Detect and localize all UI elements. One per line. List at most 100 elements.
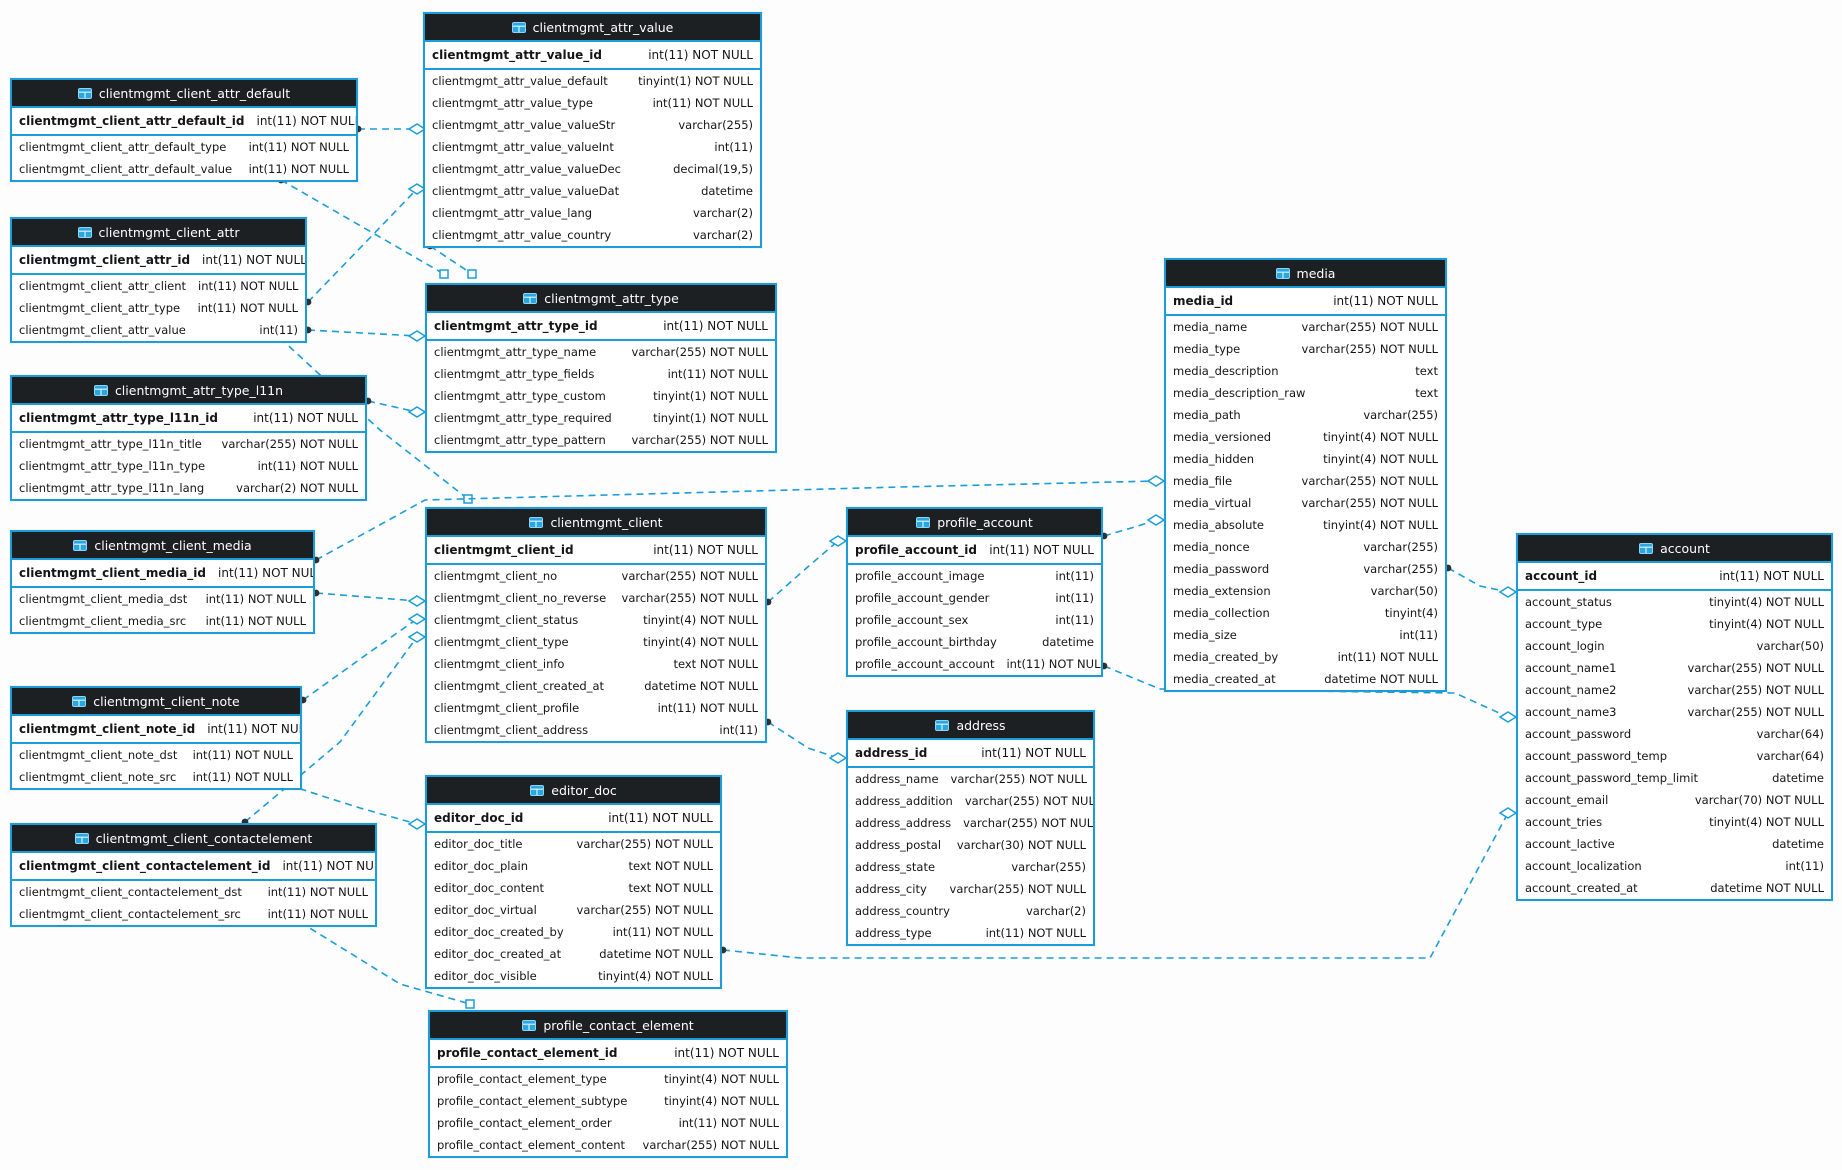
relationship-clientmgmt_client_media--clientmgmt_client[interactable]	[312, 589, 427, 607]
table-title: clientmgmt_client_attr_default	[98, 85, 291, 101]
relationship-clientmgmt_client_note--editor_doc[interactable]	[284, 781, 427, 830]
field-type: int(11) NOT NULL	[267, 907, 368, 921]
field-name: profile_account_account	[855, 657, 995, 671]
field-name: media_size	[1173, 628, 1237, 642]
table-header: media	[1166, 260, 1445, 288]
field-type: int(11) NOT NULL	[205, 592, 306, 606]
field-type: varchar(50)	[1756, 639, 1824, 653]
field-type: text NOT NULL	[673, 657, 758, 671]
field-type: int(11)	[1055, 591, 1094, 605]
relationship-clientmgmt_attr_type_l11n--clientmgmt_attr_type[interactable]	[364, 397, 427, 418]
table-header: profile_contact_element	[430, 1012, 786, 1040]
table-icon	[77, 87, 92, 99]
table-clientmgmt_attr_type[interactable]: clientmgmt_attr_type clientmgmt_attr_type…	[425, 283, 777, 453]
field-name: clientmgmt_client_media_src	[19, 614, 187, 628]
field-name: account_email	[1525, 793, 1609, 807]
field-name: account_created_at	[1525, 881, 1638, 895]
relationship-clientmgmt_client_attr_default--clientmgmt_attr_value[interactable]	[354, 123, 427, 135]
diamond-cardinality-marker	[1498, 807, 1518, 819]
relationship-clientmgmt_client_attr--clientmgmt_attr_value[interactable]	[304, 183, 427, 306]
field-name: media_id	[1173, 294, 1234, 308]
field-name: clientmgmt_attr_value_country	[432, 228, 612, 242]
field-name: clientmgmt_client_no_reverse	[434, 591, 607, 605]
field-type: varchar(255) NOT NULL	[221, 437, 358, 451]
field-name: profile_contact_element_id	[437, 1046, 618, 1060]
relationship-clientmgmt_client_note--clientmgmt_client[interactable]	[299, 613, 427, 704]
field-name: media_virtual	[1173, 496, 1252, 510]
field-type: decimal(19,5)	[673, 162, 753, 176]
field-name: clientmgmt_client_profile	[434, 701, 580, 715]
table-title: editor_doc	[551, 782, 617, 798]
field-name: clientmgmt_client_note_dst	[19, 748, 178, 762]
field-name: media_name	[1173, 320, 1248, 334]
relationship-clientmgmt_client--address[interactable]	[764, 718, 848, 764]
field-name: media_collection	[1173, 606, 1270, 620]
table-icon	[93, 384, 108, 396]
field-type: varchar(2) NOT NULL	[236, 481, 358, 495]
table-profile_contact_element[interactable]: profile_contact_element profile_contact_e…	[428, 1010, 788, 1158]
field-type: tinyint(4) NOT NULL	[643, 635, 758, 649]
field-type: tinyint(4) NOT NULL	[1323, 518, 1438, 532]
field-name: profile_account_id	[855, 543, 977, 557]
field-type: varchar(255)	[1363, 562, 1438, 576]
field-name: account_type	[1525, 617, 1603, 631]
field-type: int(11) NOT NULL	[202, 253, 305, 267]
field-name: editor_doc_title	[434, 837, 523, 851]
relationship-profile_account--media[interactable]	[1100, 514, 1166, 540]
field-name: clientmgmt_attr_type_l11n_id	[19, 411, 218, 425]
table-clientmgmt_client_media[interactable]: clientmgmt_client_media clientmgmt_client…	[10, 530, 315, 634]
field-type: int(11) NOT NULL	[989, 543, 1094, 557]
table-header: clientmgmt_client_media	[12, 532, 313, 560]
field-name: media_nonce	[1173, 540, 1250, 554]
pk-field-row: profile_account_id int(11) NOT NULL	[848, 537, 1101, 565]
field-type: varchar(255) NOT NULL	[949, 882, 1086, 896]
relationship-media--account[interactable]	[1444, 564, 1518, 598]
field-name: clientmgmt_attr_type_id	[434, 319, 598, 333]
field-type: int(11) NOT NULL	[667, 367, 768, 381]
relationship-clientmgmt_client--profile_account[interactable]	[764, 535, 848, 606]
relationship-editor_doc--account[interactable]	[719, 807, 1518, 959]
field-name: clientmgmt_client_id	[434, 543, 574, 557]
field-name: profile_account_gender	[855, 591, 990, 605]
field-type: varchar(255) NOT NULL	[1687, 683, 1824, 697]
field-name: clientmgmt_attr_value_valueInt	[432, 140, 614, 154]
table-title: clientmgmt_attr_type	[544, 290, 679, 306]
field-type: datetime	[1042, 635, 1094, 649]
field-type: int(11) NOT NULL	[207, 722, 300, 736]
table-icon	[529, 516, 544, 528]
relationship-clientmgmt_client_attr--clientmgmt_attr_type[interactable]	[304, 326, 427, 342]
table-clientmgmt_client_attr_default[interactable]: clientmgmt_client_attr_default clientmgmt…	[10, 78, 358, 182]
field-name: clientmgmt_client_attr_default_id	[19, 114, 245, 128]
